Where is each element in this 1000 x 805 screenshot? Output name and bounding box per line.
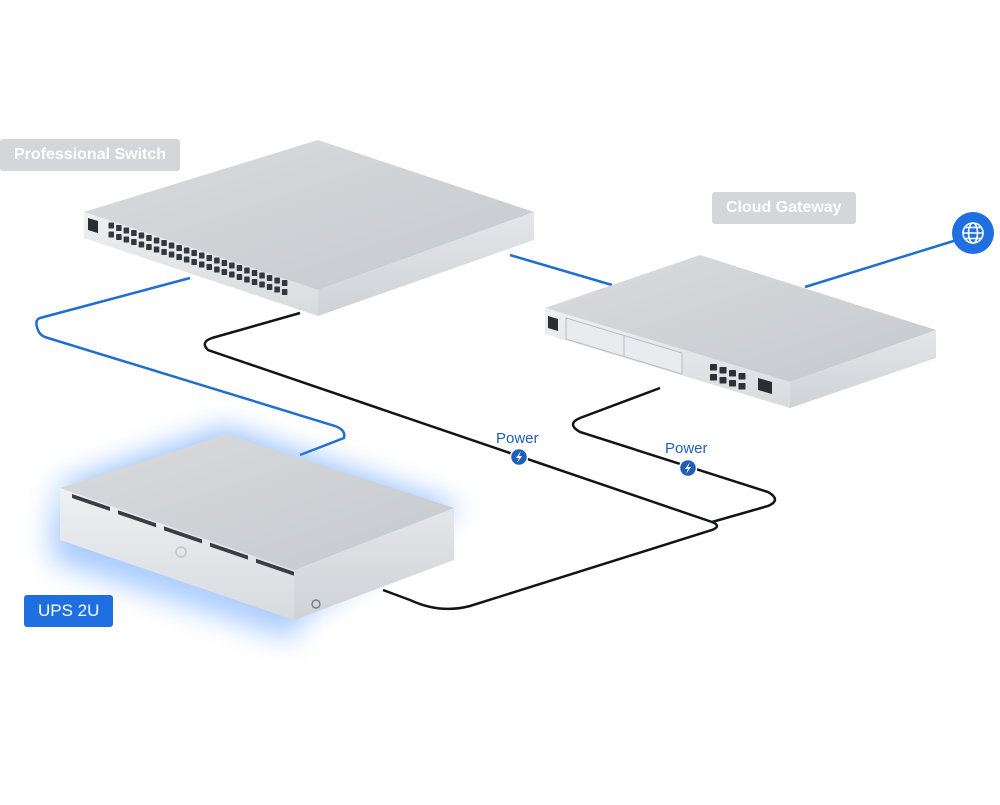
power-label-gateway: Power — [665, 440, 708, 457]
ups-vent-slots — [72, 494, 294, 576]
lightning-icon — [516, 451, 522, 463]
ups-logo — [175, 546, 187, 558]
cloud-gateway-label: Cloud Gateway — [712, 192, 856, 224]
power-cable-switch-ups — [203, 311, 719, 611]
globe-icon — [962, 222, 984, 244]
professional-switch-device — [84, 140, 534, 316]
ups-2u-label: UPS 2U — [24, 595, 114, 627]
power-label-switch: Power — [496, 430, 539, 447]
lightning-icon — [685, 462, 691, 474]
switch-port-grid — [108, 222, 288, 295]
cloud-gateway-device — [545, 255, 936, 408]
internet-node — [952, 212, 994, 254]
power-marker-1 — [509, 447, 529, 467]
cables — [35, 237, 961, 611]
data-cable-switch-ups — [35, 276, 346, 457]
power-cable-gateway-ups — [571, 386, 777, 524]
ups-2u-device — [52, 428, 460, 640]
professional-switch-label: Professional Switch — [0, 139, 181, 171]
power-marker-2 — [678, 458, 698, 478]
data-cable-gateway-internet — [804, 237, 961, 289]
data-cable-switch-gateway — [509, 253, 613, 287]
ups-power-button — [311, 599, 321, 609]
gateway-port-grid — [710, 364, 746, 390]
